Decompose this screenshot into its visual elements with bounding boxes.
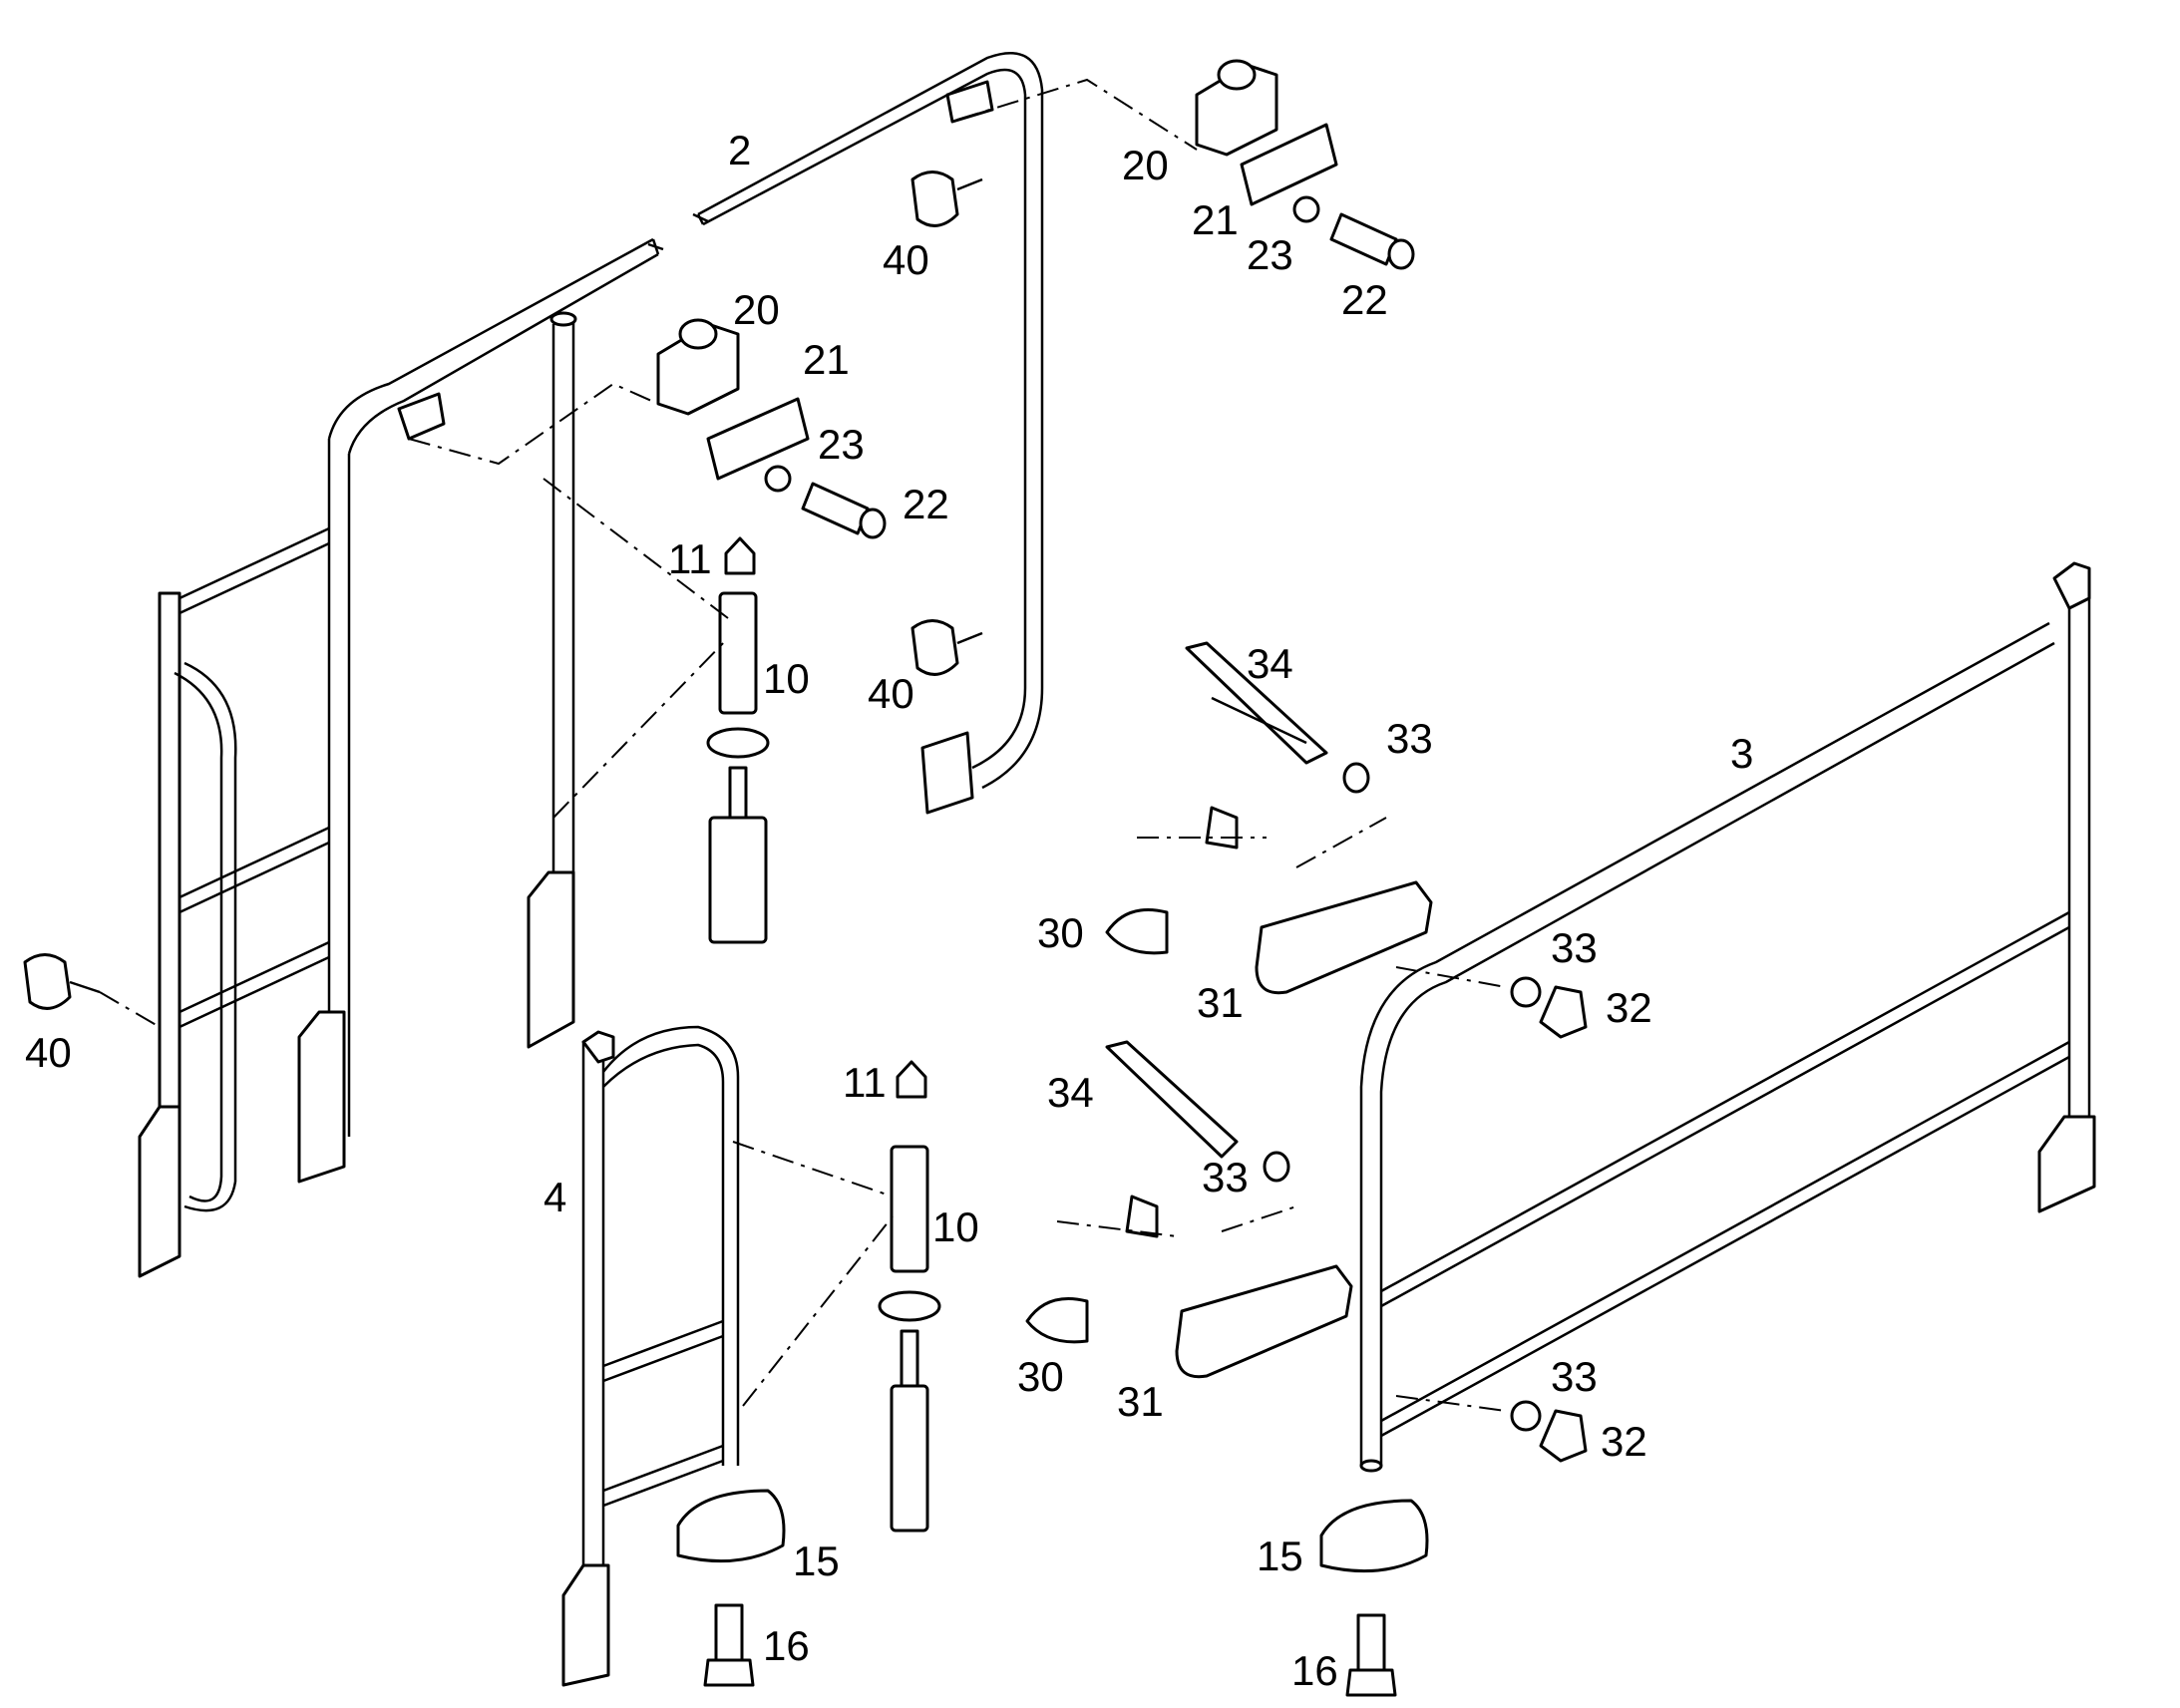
callout-40: 40 [25, 1029, 72, 1076]
callout-33: 33 [1202, 1154, 1249, 1200]
railing-frame-2 [138, 52, 1044, 1278]
callout-3: 3 [1730, 730, 1753, 777]
gate-4 [561, 1025, 740, 1687]
callout-33: 33 [1551, 1353, 1598, 1400]
callout-20: 20 [733, 286, 780, 333]
callout-31: 31 [1197, 979, 1244, 1026]
callout-4: 4 [544, 1174, 566, 1220]
railing-frame-3 [1359, 561, 2096, 1473]
hinge-assembly-lower [656, 318, 887, 539]
assembly-lines [99, 78, 1507, 1412]
callout-32: 32 [1606, 984, 1652, 1031]
foot-pad-left [676, 1489, 786, 1687]
callout-21: 21 [1192, 196, 1239, 243]
knob-40-middle [910, 619, 983, 676]
callout-33: 33 [1551, 924, 1598, 971]
callouts: 2 3 4 10 10 11 11 15 15 16 16 20 20 21 2… [25, 127, 1753, 1694]
callout-30: 30 [1037, 909, 1084, 956]
callout-10: 10 [763, 655, 810, 702]
callout-10: 10 [932, 1203, 979, 1250]
callout-22: 22 [1341, 276, 1388, 323]
callout-11: 11 [843, 1059, 887, 1106]
callout-31: 31 [1117, 1378, 1164, 1425]
callout-23: 23 [1247, 231, 1293, 278]
callout-33: 33 [1386, 715, 1433, 762]
post-assembly-upper [706, 536, 770, 944]
callout-2: 2 [728, 127, 751, 173]
callout-30: 30 [1017, 1353, 1064, 1400]
callout-23: 23 [818, 421, 865, 468]
knob-40-left [23, 953, 101, 1010]
post-assembly-lower [878, 1060, 941, 1533]
callout-21: 21 [803, 336, 850, 383]
bracket-assembly-upper [1105, 641, 1588, 1039]
callout-32: 32 [1601, 1418, 1647, 1465]
callout-16: 16 [1291, 1647, 1338, 1694]
callout-22: 22 [903, 481, 949, 527]
callout-20: 20 [1122, 142, 1169, 188]
callout-11: 11 [668, 535, 712, 582]
callout-34: 34 [1047, 1069, 1094, 1116]
callout-16: 16 [763, 1622, 810, 1669]
callout-40: 40 [868, 670, 914, 717]
knob-40-upper [910, 171, 983, 227]
callout-15: 15 [793, 1537, 840, 1584]
foot-pad-right [1319, 1499, 1429, 1697]
callout-40: 40 [883, 236, 929, 283]
bracket-assembly-lower [1025, 1040, 1588, 1463]
callout-34: 34 [1247, 640, 1293, 687]
hinge-assembly-upper [1195, 59, 1415, 270]
callout-15: 15 [1257, 1533, 1303, 1579]
